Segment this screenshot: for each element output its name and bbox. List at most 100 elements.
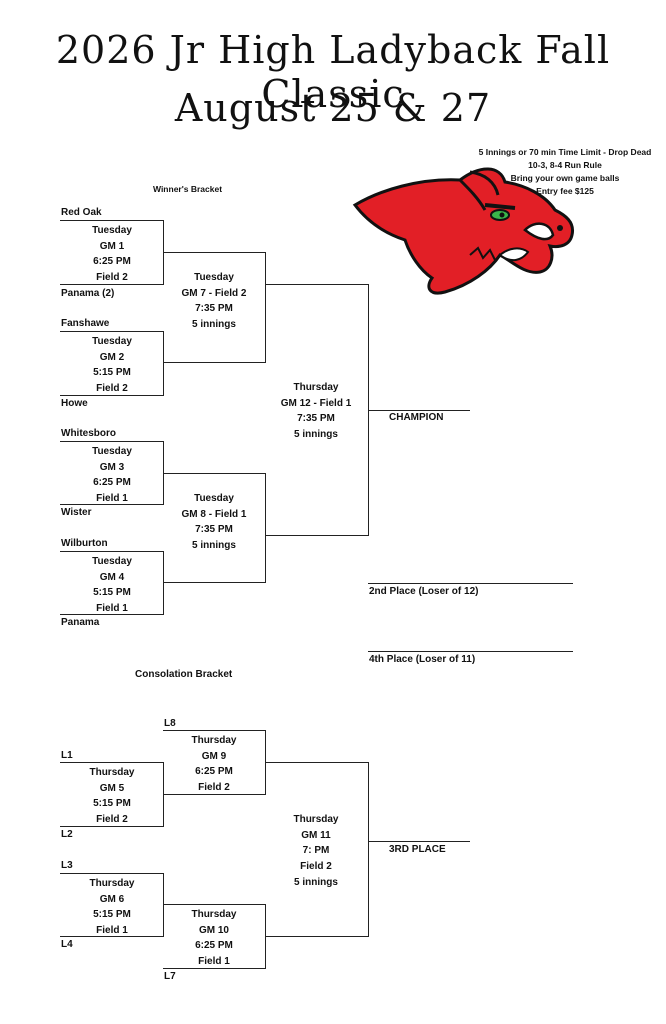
game-10-info: Thursday GM 10 6:25 PM Field 1	[164, 907, 264, 970]
bracket-line	[60, 395, 163, 396]
page-title-line-2: August 25 & 27	[174, 86, 492, 130]
game-9-field: Field 2	[198, 782, 230, 794]
game-1-info: Tuesday GM 1 6:25 PM Field 2	[62, 223, 162, 286]
game-6-day: Thursday	[89, 878, 135, 889]
game-11-number: GM 11	[301, 829, 331, 841]
seed-l2: L2	[61, 829, 73, 840]
second-place-label: 2nd Place (Loser of 12)	[369, 586, 479, 597]
game-9-info: Thursday GM 9 6:25 PM Field 2	[164, 733, 264, 796]
game-11-field: Field 2	[300, 861, 332, 873]
game-8-number: GM 8 - Field 1	[181, 508, 247, 520]
bracket-line	[265, 535, 368, 536]
bracket-line	[163, 904, 265, 905]
bracket-line	[60, 551, 163, 552]
game-10-time: 6:25 PM	[195, 940, 233, 952]
game-12-time: 7:35 PM	[297, 413, 335, 425]
rules-box: 5 Innings or 70 min Time Limit - Drop De…	[470, 146, 660, 198]
game-1-day: Tuesday	[92, 225, 132, 236]
game-3-field: Field 1	[96, 492, 128, 504]
game-5-field: Field 2	[96, 814, 128, 826]
game-7-number: GM 7 - Field 2	[181, 287, 247, 299]
third-place-label: 3RD PLACE	[389, 844, 446, 855]
game-4-field: Field 1	[96, 602, 128, 614]
bracket-line	[163, 252, 265, 253]
bracket-line	[60, 331, 163, 332]
game-5-number: GM 5	[99, 782, 125, 794]
game-10-day: Thursday	[191, 909, 237, 920]
seed-l7: L7	[164, 971, 176, 982]
game-9-time: 6:25 PM	[195, 766, 233, 778]
game-8-day: Tuesday	[194, 493, 234, 504]
game-11-day: Thursday	[293, 814, 339, 825]
game-5-info: Thursday GM 5 5:15 PM Field 2	[62, 765, 162, 828]
game-4-info: Tuesday GM 4 5:15 PM Field 1	[62, 554, 162, 616]
red-boar-icon	[352, 167, 575, 295]
game-6-time: 5:15 PM	[93, 909, 131, 920]
game-12-number: GM 12 - Field 1	[280, 397, 352, 409]
game-4-day: Tuesday	[92, 556, 132, 567]
game-1-time: 6:25 PM	[93, 256, 131, 268]
rule-entry-fee: Entry fee $125	[536, 186, 594, 196]
bracket-line	[265, 284, 368, 285]
bracket-line	[163, 968, 265, 969]
bracket-line	[163, 473, 265, 474]
bracket-line	[60, 762, 163, 763]
team-panama-2: Panama (2)	[61, 288, 115, 299]
seed-l1: L1	[61, 750, 73, 761]
team-fanshawe: Fanshawe	[61, 318, 110, 329]
game-11-length: 5 innings	[294, 876, 338, 888]
game-11-info: Thursday GM 11 7: PM Field 2 5 innings	[266, 812, 366, 891]
team-wilburton: Wilburton	[61, 538, 108, 549]
team-whitesboro: Whitesboro	[61, 428, 116, 439]
game-2-number: GM 2	[99, 351, 125, 363]
bracket-line	[60, 826, 163, 827]
team-red-oak: Red Oak	[61, 207, 102, 218]
game-5-day: Thursday	[89, 767, 135, 778]
bracket-line	[265, 762, 368, 763]
winners-bracket-label: Winner's Bracket	[153, 184, 223, 194]
game-11-time: 7: PM	[302, 845, 330, 857]
page-title-line-1: 2026 Jr High Ladyback Fall Classic	[55, 28, 611, 116]
bracket-line	[60, 614, 163, 615]
bracket-line	[163, 582, 265, 583]
team-howe: Howe	[61, 398, 88, 409]
game-9-number: GM 9	[201, 750, 227, 762]
bracket-line	[60, 220, 163, 221]
game-8-time: 7:35 PM	[195, 524, 233, 536]
game-7-info: Tuesday GM 7 - Field 2 7:35 PM 5 innings	[164, 270, 264, 333]
bracket-line	[60, 504, 163, 505]
champion-label: CHAMPION	[389, 412, 444, 423]
seed-l4: L4	[61, 939, 73, 950]
bracket-line	[60, 284, 163, 285]
game-2-info: Tuesday GM 2 5:15 PM Field 2	[62, 334, 162, 396]
bracket-line	[60, 936, 163, 937]
game-1-number: GM 1	[99, 240, 125, 252]
bracket-line	[265, 473, 266, 583]
bracket-line	[265, 936, 368, 937]
game-6-number: GM 6	[99, 893, 125, 905]
team-wister: Wister	[61, 507, 92, 518]
bracket-line	[265, 252, 266, 363]
game-10-field: Field 1	[198, 956, 230, 968]
game-8-length: 5 innings	[192, 540, 236, 552]
bracket-line	[163, 762, 164, 827]
rule-time-limit: 5 Innings or 70 min Time Limit - Drop De…	[478, 147, 652, 157]
rule-game-balls: Bring your own game balls	[510, 173, 620, 183]
bracket-line	[163, 362, 265, 363]
bracket-line	[163, 730, 265, 731]
game-8-info: Tuesday GM 8 - Field 1 7:35 PM 5 innings	[164, 491, 264, 554]
game-3-time: 6:25 PM	[93, 477, 131, 488]
bracket-line	[60, 873, 163, 874]
game-6-info: Thursday GM 6 5:15 PM Field 1	[62, 876, 162, 938]
consolation-bracket-label: Consolation Bracket	[135, 669, 233, 680]
bracket-line	[368, 762, 369, 937]
game-9-day: Thursday	[191, 735, 237, 746]
rule-run-rule: 10-3, 8-4 Run Rule	[528, 160, 602, 170]
seed-l8: L8	[164, 718, 176, 729]
second-place-line	[368, 583, 573, 584]
game-5-time: 5:15 PM	[93, 798, 131, 810]
game-6-field: Field 1	[96, 924, 128, 936]
game-1-field: Field 2	[96, 272, 128, 284]
game-2-field: Field 2	[96, 382, 128, 394]
bracket-line	[163, 331, 164, 396]
